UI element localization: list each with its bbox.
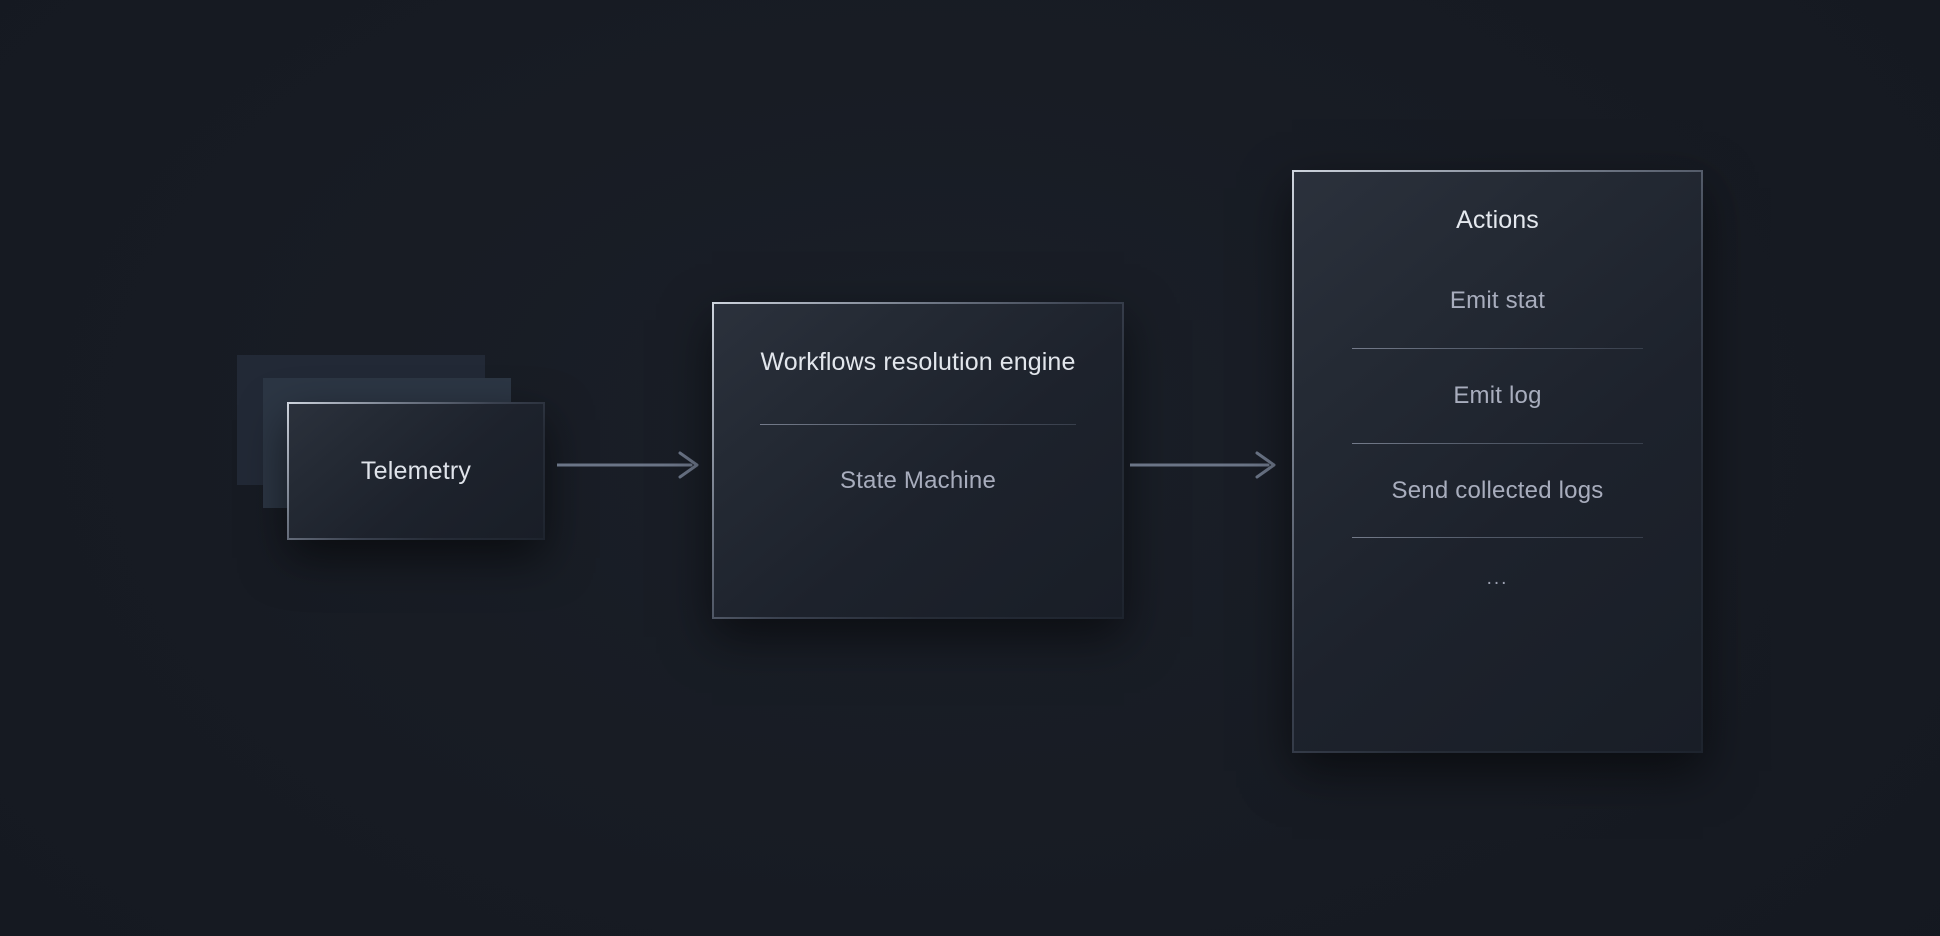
action-item-more-ellipsis[interactable]: ... bbox=[1486, 568, 1509, 590]
telemetry-node[interactable]: Telemetry bbox=[237, 355, 547, 545]
workflows-subtitle: State Machine bbox=[839, 467, 997, 495]
arrow-workflows-to-actions bbox=[1130, 450, 1282, 480]
actions-divider-1 bbox=[1352, 347, 1643, 349]
actions-node[interactable]: Actions Emit stat Emit log Send collecte… bbox=[1292, 170, 1703, 753]
telemetry-stack-card-front[interactable]: Telemetry bbox=[287, 402, 545, 540]
telemetry-label: Telemetry bbox=[360, 457, 472, 485]
actions-divider-2 bbox=[1352, 442, 1643, 444]
workflows-resolution-engine-node[interactable]: Workflows resolution engine State Machin… bbox=[712, 302, 1124, 619]
actions-title: Actions bbox=[1456, 206, 1539, 234]
action-item-send-collected-logs[interactable]: Send collected logs bbox=[1391, 476, 1604, 504]
action-item-emit-log[interactable]: Emit log bbox=[1453, 381, 1542, 409]
actions-divider-3 bbox=[1352, 537, 1643, 539]
workflows-divider bbox=[760, 424, 1076, 426]
action-item-emit-stat[interactable]: Emit stat bbox=[1449, 287, 1546, 314]
workflows-title: Workflows resolution engine bbox=[760, 348, 1076, 376]
arrow-telemetry-to-workflows bbox=[557, 450, 705, 480]
